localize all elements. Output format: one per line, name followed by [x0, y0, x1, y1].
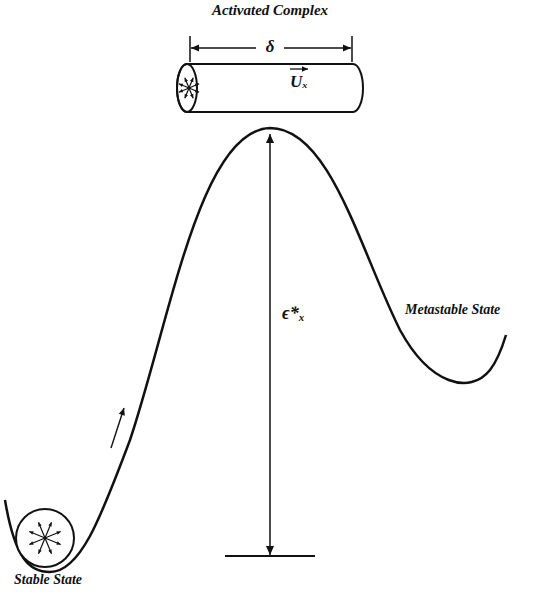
vibration-arrow [29, 531, 33, 534]
energy-arrow [266, 134, 274, 143]
cylinder-body [177, 64, 363, 112]
vibration-arrow [190, 94, 193, 98]
vibration-arrow [45, 538, 52, 554]
vibration-arrow [195, 84, 199, 87]
dimension-tick [190, 36, 352, 62]
vibration-arrow [179, 84, 183, 87]
energy-arrow [269, 134, 271, 300]
vibration-arrow [38, 549, 41, 553]
vibration-arrow [48, 522, 51, 526]
dimension-arrow [191, 44, 199, 51]
potential-curve [5, 128, 506, 572]
width-symbol: δ [266, 37, 275, 57]
vibration-arrow [185, 78, 189, 88]
vibration-arrow [189, 84, 199, 88]
velocity-symbol: Uₓ [290, 72, 308, 92]
node-heading: Activated Complex [212, 2, 328, 19]
motion-arrow [119, 408, 125, 416]
vibration-arrow [195, 89, 199, 92]
state-label: Metastable State [405, 302, 500, 318]
vibration-arrow [56, 531, 60, 534]
circle-outline [15, 508, 75, 568]
vibration-arrow [190, 78, 193, 82]
vibration-arrow [185, 78, 188, 82]
vibration-arrow [56, 541, 60, 544]
vibration-arrow [189, 88, 193, 98]
dimension-arrow [343, 44, 351, 51]
stable-state-particle: Stable State [15, 508, 75, 568]
vibration-arrow [48, 549, 51, 553]
vibration-arrow [45, 531, 61, 538]
vector-arrow [302, 66, 308, 71]
energy-arrow [266, 546, 274, 555]
vibration-arrow [38, 522, 41, 526]
node-heading: Stable State [14, 572, 82, 588]
motion-arrow [111, 408, 124, 448]
vibration-arrow [179, 88, 189, 92]
particle-circle [16, 509, 74, 567]
dimension-arrow [191, 47, 256, 48]
dimension-arrow [284, 47, 351, 48]
cylinder-end [177, 64, 197, 112]
vibration-arrow [38, 522, 45, 538]
cylinder-outline [175, 62, 365, 114]
energy-arrow [269, 300, 271, 555]
base-line [225, 555, 315, 557]
vibration-arrow [179, 89, 183, 92]
energy-symbol: ϵ*ₓ [282, 303, 305, 324]
vibration-arrow [29, 538, 45, 545]
activated-complex: Activated ComplexUₓ [175, 62, 365, 114]
vibration-arrow [29, 541, 33, 544]
vibration-arrow [185, 94, 188, 98]
